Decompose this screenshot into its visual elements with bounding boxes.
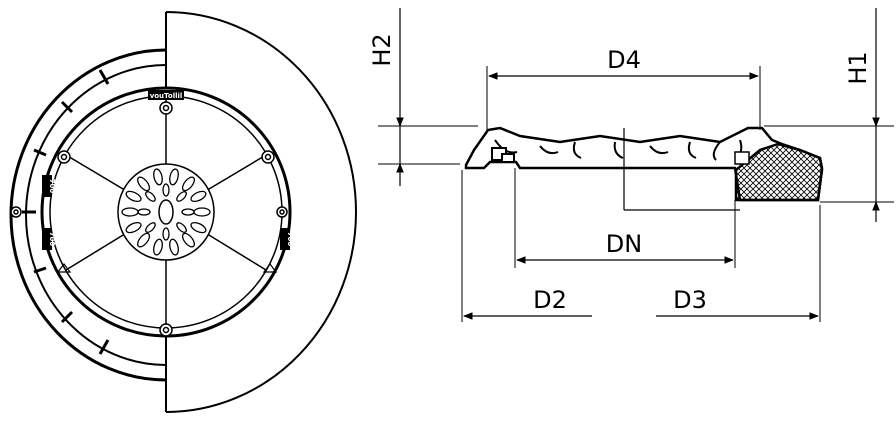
rosette-petals <box>121 168 211 256</box>
side-stamps: 700 700 700 <box>42 175 294 250</box>
d4-dimension: D4 <box>486 46 761 130</box>
frame-outer-ring <box>9 48 167 382</box>
rosette-petal <box>190 221 207 234</box>
rosette-petal <box>125 190 142 203</box>
side-stamp-2: 700 <box>48 232 56 247</box>
d2-d3-dimension: D2 D3 <box>461 170 821 322</box>
rosette-petal <box>162 183 170 197</box>
section-view: H2 H1 D4 DN <box>368 8 894 322</box>
dn-label: DN <box>606 230 642 258</box>
rosette-petal <box>181 232 195 248</box>
side-stamp-3: 700 <box>286 232 294 247</box>
rosette-petal <box>162 227 170 241</box>
central-rosette <box>117 163 215 261</box>
rosette-petal <box>145 191 156 202</box>
alignment-triangles <box>56 263 278 273</box>
center-key-slot <box>158 199 174 225</box>
dn-dimension: DN <box>514 168 736 268</box>
rosette-petal <box>121 207 139 217</box>
rosette-petal <box>153 238 163 256</box>
concrete-base-hatched <box>734 142 824 202</box>
lid-brand-stamp: vouTollil <box>148 90 184 100</box>
base-small-block <box>734 151 750 165</box>
rosette-petal <box>137 232 151 248</box>
rosette-petal <box>181 208 195 216</box>
rosette-petal <box>125 221 142 234</box>
rosette-petal <box>193 207 211 217</box>
rosette-petal <box>145 222 156 233</box>
rosette-petal <box>190 190 207 203</box>
frame-ribs <box>22 69 110 355</box>
d4-label: D4 <box>607 46 641 74</box>
rosette-petal <box>137 208 151 216</box>
rosette-petal <box>176 191 187 202</box>
h1-dimension: H1 <box>764 8 894 222</box>
rosette-petal <box>169 238 179 256</box>
rosette-petal <box>169 168 179 186</box>
side-stamp-1: 700 <box>48 179 56 194</box>
cover-section-profile <box>464 126 824 202</box>
h1-label: H1 <box>844 51 872 84</box>
lid-stamp-text: vouTollil <box>150 92 183 100</box>
rosette-petal <box>153 168 163 186</box>
frame-inner-ring <box>25 64 167 366</box>
rosette-petal <box>137 176 151 192</box>
h2-label: H2 <box>368 33 396 66</box>
d2-label: D2 <box>533 286 567 314</box>
plan-view: vouTollil 700 700 700 <box>9 11 357 413</box>
h2-dimension: H2 <box>368 8 478 186</box>
rosette-petal <box>176 222 187 233</box>
rosette-petal <box>181 176 195 192</box>
bolt-holes <box>10 101 288 337</box>
d3-label: D3 <box>673 286 707 314</box>
